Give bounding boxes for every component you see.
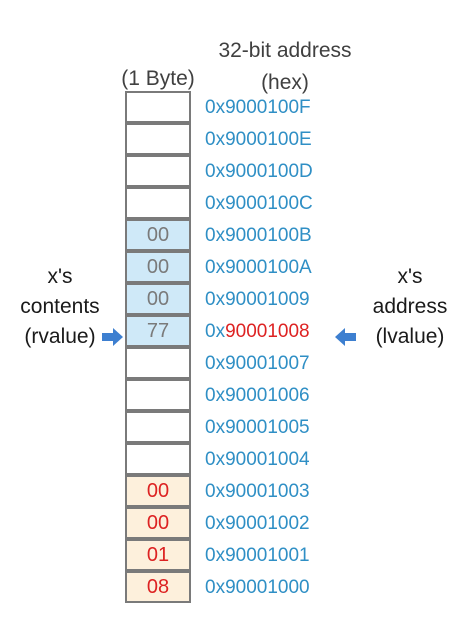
- memory-cell: 00: [125, 475, 191, 507]
- address-prefix: 0x: [205, 449, 226, 470]
- memory-cell: [125, 187, 191, 219]
- address-hex: 90001002: [225, 513, 310, 534]
- address-label-line2: address: [372, 295, 448, 318]
- memory-address: 0x90001003: [205, 476, 310, 508]
- memory-cell: [125, 91, 191, 123]
- address-title-line1: 32-bit address: [218, 39, 352, 62]
- address-prefix: 0x: [205, 193, 226, 214]
- memory-address: 0x9000100E: [205, 124, 312, 156]
- memory-address: 0x9000100A: [205, 252, 312, 284]
- address-prefix: 0x: [205, 545, 226, 566]
- address-prefix: 0x: [205, 321, 226, 342]
- byte-size-label: (1 Byte): [121, 67, 195, 90]
- memory-address: 0x9000100C: [205, 188, 313, 220]
- address-hex: 9000100A: [225, 257, 312, 278]
- memory-cell: 00: [125, 219, 191, 251]
- address-prefix: 0x: [205, 353, 226, 374]
- address-prefix: 0x: [205, 97, 226, 118]
- address-hex: 90001004: [225, 449, 310, 470]
- address-label-line3: (lvalue): [375, 325, 445, 348]
- address-prefix: 0x: [205, 161, 226, 182]
- memory-address: 0x90001002: [205, 508, 310, 540]
- address-prefix: 0x: [205, 129, 226, 150]
- memory-address: 0x90001005: [205, 412, 310, 444]
- memory-cell: [125, 155, 191, 187]
- address-prefix: 0x: [205, 225, 226, 246]
- memory-cell: [125, 123, 191, 155]
- address-column-title: 32-bit address (hex): [195, 38, 375, 96]
- address-prefix: 0x: [205, 417, 226, 438]
- address-hex: 90001005: [225, 417, 310, 438]
- memory-address: 0x90001009: [205, 284, 310, 316]
- address-hex: 90001008: [225, 321, 310, 342]
- memory-cell-value: 00: [146, 223, 170, 246]
- memory-cell-value: 00: [146, 511, 170, 534]
- address-hex: 9000100F: [225, 97, 311, 118]
- contents-label: x's contents (rvalue): [10, 262, 110, 352]
- memory-address: 0x9000100D: [205, 156, 313, 188]
- contents-label-line3: (rvalue): [24, 325, 96, 348]
- address-hex: 9000100D: [225, 161, 313, 182]
- address-hex: 9000100B: [225, 225, 312, 246]
- memory-cell: [125, 347, 191, 379]
- address-prefix: 0x: [205, 481, 226, 502]
- address-prefix: 0x: [205, 577, 226, 598]
- memory-address: 0x90001004: [205, 444, 310, 476]
- memory-address: 0x90001008: [205, 316, 310, 348]
- memory-address: 0x9000100B: [205, 220, 312, 252]
- address-prefix: 0x: [205, 257, 226, 278]
- contents-arrow-icon: [102, 328, 123, 346]
- memory-cell-value: 00: [146, 287, 170, 310]
- memory-cell: 01: [125, 539, 191, 571]
- address-hex: 90001006: [225, 385, 310, 406]
- address-arrow-icon: [335, 328, 356, 346]
- memory-cell: 00: [125, 283, 191, 315]
- address-prefix: 0x: [205, 289, 226, 310]
- address-hex: 9000100E: [225, 129, 312, 150]
- memory-cell: [125, 411, 191, 443]
- address-hex: 90001009: [225, 289, 310, 310]
- memory-address: 0x9000100F: [205, 92, 311, 124]
- memory-cell: 00: [125, 507, 191, 539]
- memory-cell-value: 01: [146, 543, 170, 566]
- contents-label-line2: contents: [20, 295, 100, 318]
- address-label-line1: x's: [397, 265, 423, 288]
- memory-cell: 00: [125, 251, 191, 283]
- memory-cell-value: 00: [146, 255, 170, 278]
- memory-address: 0x90001006: [205, 380, 310, 412]
- memory-address: 0x90001007: [205, 348, 310, 380]
- memory-cell: [125, 443, 191, 475]
- memory-cell-value: 00: [146, 479, 170, 502]
- memory-cell: 77: [125, 315, 191, 347]
- memory-cell-value: 77: [146, 319, 170, 342]
- memory-address: 0x90001000: [205, 572, 310, 604]
- memory-cell-value: 08: [146, 575, 170, 598]
- address-label: x's address (lvalue): [360, 262, 460, 352]
- address-hex: 90001003: [225, 481, 310, 502]
- address-hex: 9000100C: [225, 193, 313, 214]
- address-hex: 90001001: [225, 545, 310, 566]
- memory-cell: 08: [125, 571, 191, 603]
- address-prefix: 0x: [205, 385, 226, 406]
- memory-cell: [125, 379, 191, 411]
- address-hex: 90001000: [225, 577, 310, 598]
- contents-label-line1: x's: [47, 265, 73, 288]
- address-title-line2: (hex): [261, 71, 309, 94]
- address-hex: 90001007: [225, 353, 310, 374]
- memory-address: 0x90001001: [205, 540, 310, 572]
- address-prefix: 0x: [205, 513, 226, 534]
